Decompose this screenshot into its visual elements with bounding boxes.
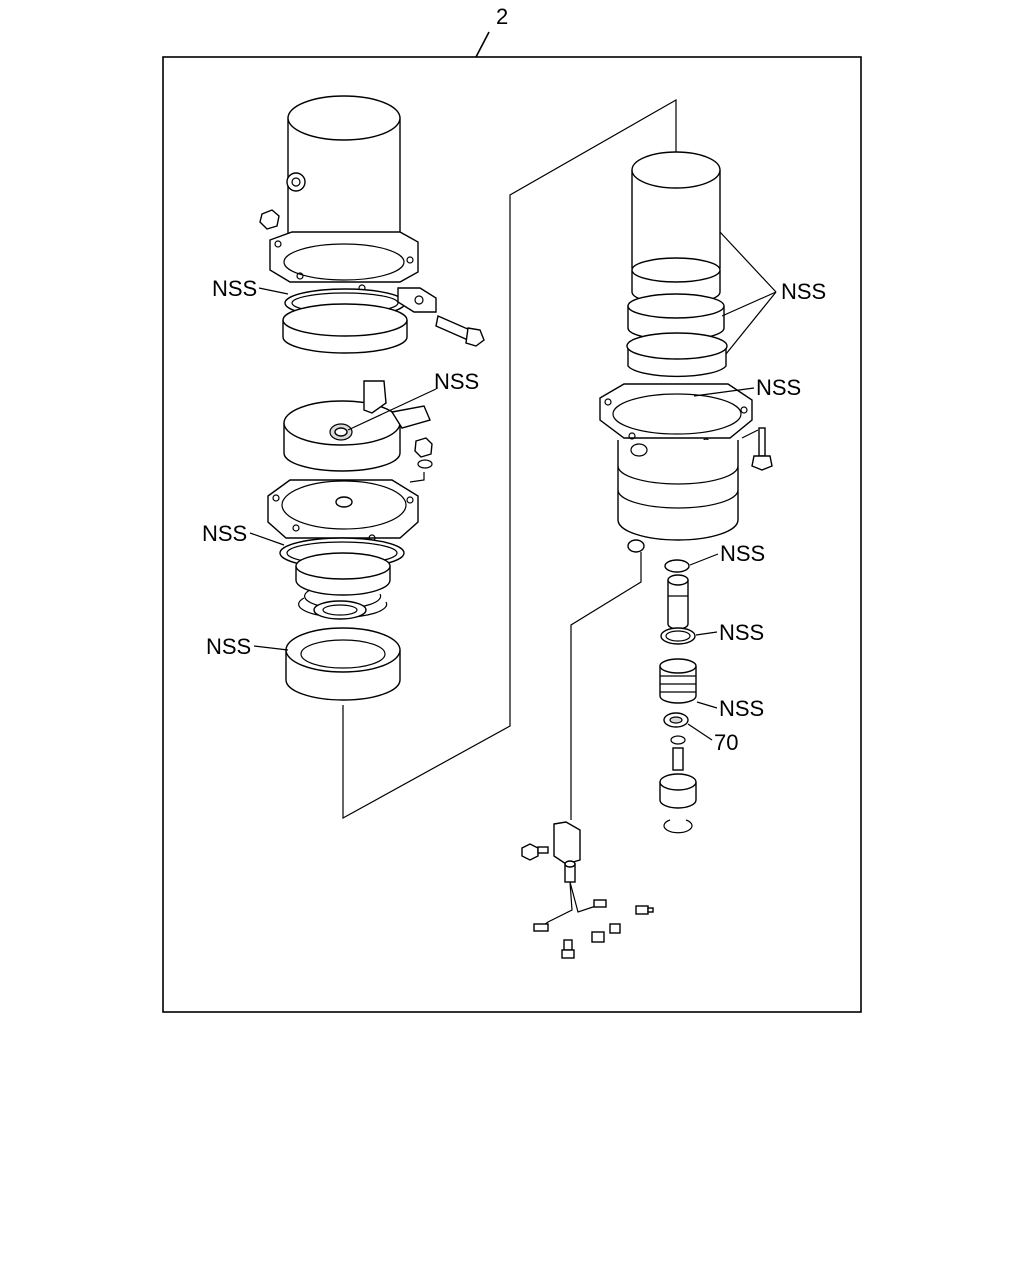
nss-leader-left-mid-gasket	[249, 532, 285, 546]
nss-label-right-seal-center: NSS	[756, 375, 801, 400]
right-snap-ring	[663, 819, 693, 834]
nss-leader-left-bottom-ring	[253, 645, 289, 651]
assembly-connection-line-lower	[570, 552, 642, 820]
sensor-body	[564, 860, 576, 883]
nss-leader-right-oring-top	[689, 553, 719, 566]
left-top-ring	[282, 303, 408, 354]
left-nut	[259, 209, 280, 230]
nss-leader-right-seal-center	[693, 387, 755, 397]
nss-leader-right-top-rings-3	[725, 291, 777, 355]
nss-label-left-top-gasket: NSS	[212, 276, 257, 301]
left-cover-plate	[283, 400, 401, 472]
left-top-flange	[269, 231, 419, 292]
assembly-callout-leader	[475, 31, 490, 58]
nss-leader-right-oring-mid	[695, 631, 718, 636]
right-ring-2	[627, 293, 725, 341]
nss-label-left-mid-gasket: NSS	[202, 521, 247, 546]
right-ring-3	[626, 332, 728, 378]
left-diaphragm	[295, 552, 391, 596]
nss-leader-left-seal-center	[347, 388, 437, 431]
left-mid-housing	[267, 479, 419, 542]
part-leader-70	[687, 723, 713, 741]
right-valve-piston	[659, 658, 697, 704]
right-drain-plug	[627, 539, 645, 553]
diagram-frame	[162, 56, 862, 1013]
right-valve-stem	[667, 574, 689, 630]
nss-label-left-seal-center: NSS	[434, 369, 479, 394]
harness-connector-2	[609, 923, 621, 934]
left-small-nut	[414, 437, 433, 458]
left-bottom-ring	[285, 627, 401, 701]
nss-leader-right-piston-rings	[696, 701, 718, 709]
right-part-70-washer	[663, 712, 689, 728]
right-bolt-leader	[741, 429, 759, 439]
nss-label-right-oring-mid: NSS	[719, 620, 764, 645]
nss-leader-right-top-rings-1	[719, 231, 777, 293]
right-side-bolt	[751, 427, 773, 471]
harness-plug	[635, 905, 654, 915]
assembly-connection-line-main	[342, 98, 677, 820]
left-small-clip	[417, 459, 433, 469]
right-small-clip	[670, 735, 686, 745]
right-upper-housing	[599, 383, 753, 446]
wiring-harness	[533, 881, 607, 932]
right-oring-top	[664, 559, 690, 573]
part-label-70: 70	[714, 730, 738, 755]
left-lower-bushing	[313, 600, 367, 620]
assembly-callout-number: 2	[496, 4, 508, 29]
nss-label-right-piston-rings: NSS	[719, 696, 764, 721]
nss-label-right-oring-top: NSS	[720, 541, 765, 566]
nss-leader-left-top-gasket	[258, 287, 289, 295]
left-bracket-leader	[409, 472, 425, 483]
harness-screw	[521, 843, 549, 861]
right-oring-mid	[660, 627, 696, 645]
harness-bracket	[553, 821, 581, 865]
left-top-bracket	[397, 287, 437, 313]
left-cover-bracket	[363, 380, 431, 429]
right-small-bolt	[672, 747, 684, 771]
nss-label-left-bottom-ring: NSS	[206, 634, 251, 659]
left-bolt	[435, 315, 485, 347]
right-adjuster-cap	[659, 773, 697, 809]
harness-bolt	[561, 939, 575, 959]
nss-label-right-top-rings: NSS	[781, 279, 826, 304]
nss-leader-right-top-rings-2	[721, 291, 777, 317]
right-main-body	[617, 440, 739, 541]
harness-connector-1	[591, 931, 605, 943]
